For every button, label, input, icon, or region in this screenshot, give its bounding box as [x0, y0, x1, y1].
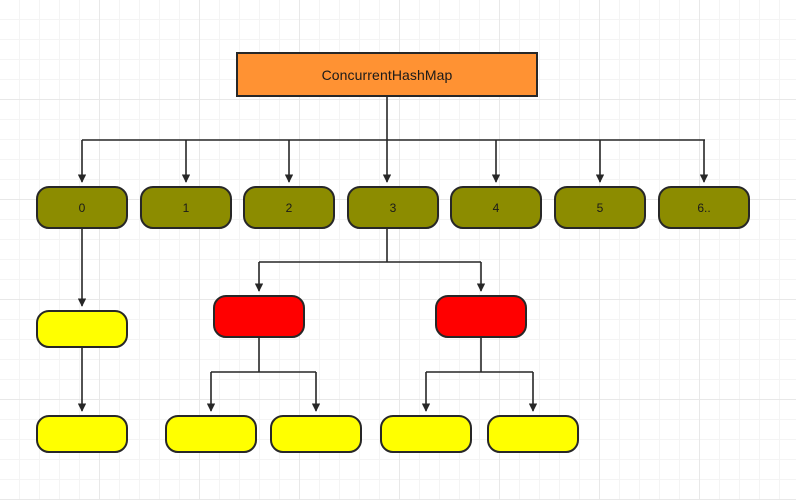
root-node-concurrenthashmap[interactable]: ConcurrentHashMap	[236, 52, 538, 97]
tree-node-right[interactable]	[435, 295, 527, 338]
bucket-node-3[interactable]: 3	[347, 186, 439, 229]
leaf-node-tree-left-b[interactable]	[270, 415, 362, 453]
leaf-node-tree-left-a[interactable]	[165, 415, 257, 453]
bucket-node-1[interactable]: 1	[140, 186, 232, 229]
tree-node-left[interactable]	[213, 295, 305, 338]
bucket-node-2[interactable]: 2	[243, 186, 335, 229]
leaf-node-tree-right-b[interactable]	[487, 415, 579, 453]
leaf-node-bucket0-first[interactable]	[36, 310, 128, 348]
leaf-node-tree-right-a[interactable]	[380, 415, 472, 453]
bucket-node-4[interactable]: 4	[450, 186, 542, 229]
bucket-node-0[interactable]: 0	[36, 186, 128, 229]
bucket-node-6[interactable]: 6..	[658, 186, 750, 229]
leaf-node-bucket0-second[interactable]	[36, 415, 128, 453]
bucket-node-5[interactable]: 5	[554, 186, 646, 229]
